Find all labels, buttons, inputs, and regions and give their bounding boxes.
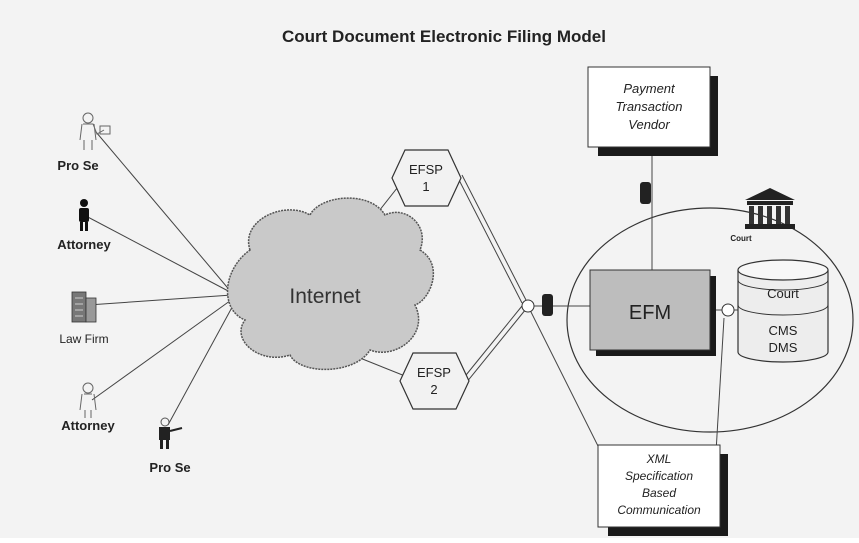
connector-plug-icon (542, 294, 553, 316)
efsp-2-number: 2 (430, 382, 437, 397)
person-sketch-icon (79, 112, 111, 150)
efsp-1-label: EFSP (409, 162, 443, 177)
actor-label-pro-se-2: Pro Se (149, 460, 190, 475)
efm-label: EFM (629, 302, 671, 324)
internet-cloud: Internet (226, 197, 435, 371)
xml-line-2: Specification (625, 469, 693, 483)
payment-vendor-box: Payment Transaction Vendor (587, 66, 718, 156)
actor-label-attorney-1: Attorney (57, 237, 111, 252)
person-with-gavel-icon (159, 417, 183, 449)
xml-spec-box: XML Specification Based Communication (597, 444, 728, 536)
junction-node (521, 299, 535, 313)
person-black-icon (79, 199, 89, 231)
internet-label: Internet (289, 285, 360, 308)
actor-label-law-firm: Law Firm (59, 332, 108, 346)
efsp-2-label: EFSP (417, 365, 451, 380)
court-building-icon: Court (730, 188, 795, 243)
connector-plug-icon (640, 182, 651, 204)
actor-connections (83, 131, 740, 453)
efsp-1-node: EFSP 1 (391, 149, 462, 207)
court-icon-label: Court (730, 234, 752, 243)
actor-label-attorney-2: Attorney (61, 418, 115, 433)
xml-line-1: XML (646, 452, 672, 466)
payment-line-3: Vendor (628, 117, 670, 132)
database-cms-label: CMS (769, 323, 798, 338)
efsp-2-node: EFSP 2 (399, 352, 470, 410)
database-court-label: Court (767, 286, 799, 301)
xml-line-4: Communication (617, 503, 701, 517)
efsp-1-number: 1 (422, 179, 429, 194)
database-dms-label: DMS (769, 340, 798, 355)
person-sketch-icon (79, 382, 97, 418)
payment-line-2: Transaction (616, 99, 683, 114)
xml-line-3: Based (642, 486, 676, 500)
efm-box: EFM (589, 269, 716, 356)
actor-label-pro-se-1: Pro Se (57, 158, 98, 173)
junction-node (721, 303, 735, 317)
building-icon (71, 291, 97, 323)
payment-line-1: Payment (623, 81, 676, 96)
court-database: Court CMS DMS (737, 259, 829, 363)
diagram-title: Court Document Electronic Filing Model (282, 27, 606, 46)
court-boundary-ellipse (566, 207, 854, 433)
